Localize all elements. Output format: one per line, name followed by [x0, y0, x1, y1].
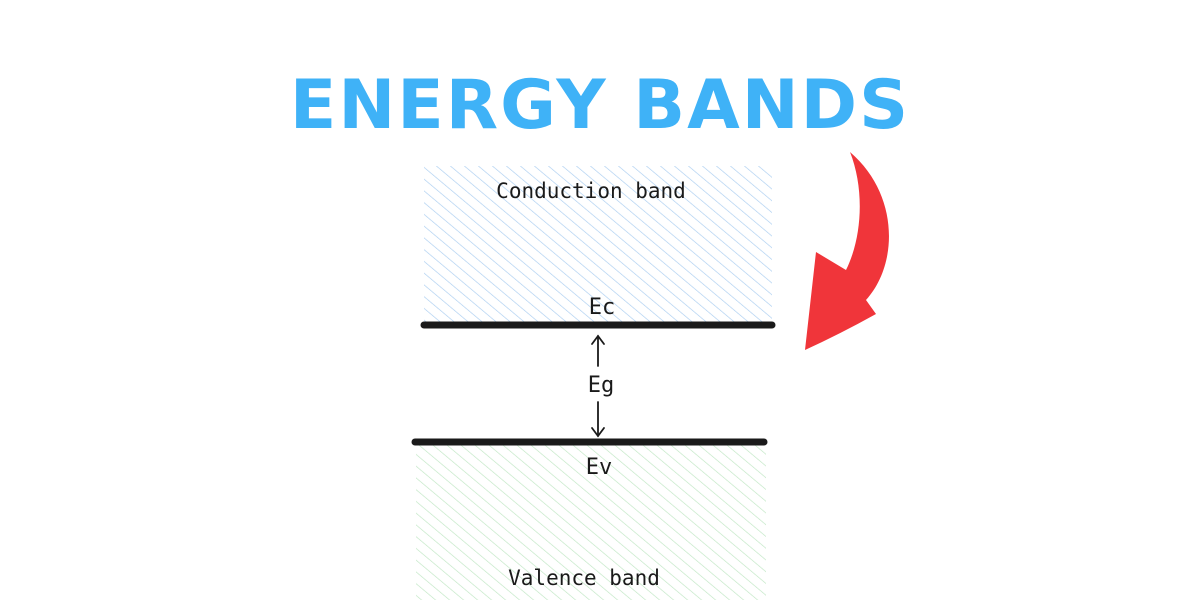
page-title: ENERGY BANDS: [289, 66, 911, 145]
conduction-band-region: [424, 166, 772, 324]
conduction-edge-label: Ec: [589, 295, 616, 320]
valence-band-label: Valence band: [508, 566, 660, 590]
band-gap-up-arrow-icon: [591, 334, 605, 367]
valence-edge-label: Ev: [586, 455, 613, 480]
band-gap-down-arrow-icon: [591, 401, 605, 438]
valence-band-region: [416, 444, 766, 600]
band-gap-label: Eg: [588, 373, 615, 398]
conduction-band-label: Conduction band: [496, 179, 686, 203]
curved-arrow-icon: [805, 152, 889, 350]
